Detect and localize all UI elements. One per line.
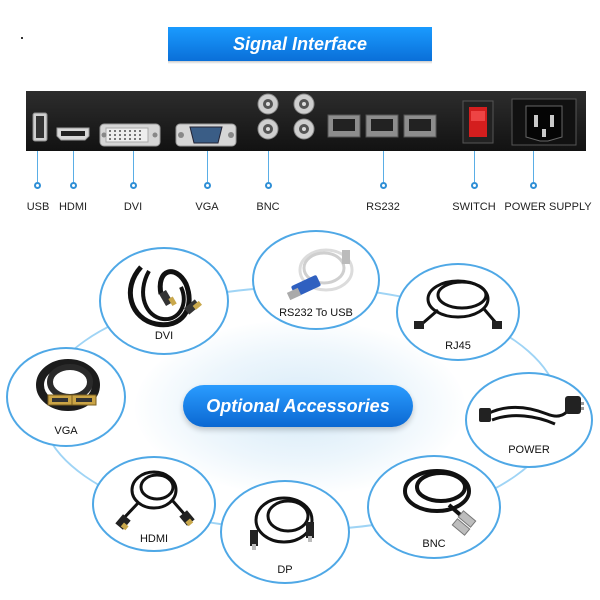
switch-connector-line bbox=[474, 151, 475, 182]
usb-connector-line bbox=[37, 151, 38, 182]
accessory-label-dvi: DVI bbox=[154, 330, 174, 342]
accessory-hdmi: HDMI bbox=[92, 456, 216, 552]
port-label-usb: USB bbox=[26, 201, 50, 213]
hdmi-cable-icon bbox=[115, 470, 195, 531]
accessory-power: POWER bbox=[465, 372, 593, 468]
dvi-port-icon bbox=[99, 123, 161, 147]
accessory-label-rs232-to-usb: RS232 To USB bbox=[279, 307, 353, 319]
port-label-dvi: DVI bbox=[123, 201, 143, 213]
accessory-label-hdmi: HDMI bbox=[139, 533, 169, 545]
accessory-label-power: POWER bbox=[508, 444, 550, 456]
accessory-label-vga: VGA bbox=[54, 425, 78, 437]
dvi-cable-icon bbox=[127, 265, 202, 328]
vga-cable-icon bbox=[36, 359, 100, 411]
port-label-bnc: BNC bbox=[256, 201, 280, 213]
hdmi-connector-line bbox=[73, 151, 74, 182]
bnc-cable-icon bbox=[403, 469, 477, 536]
port-label-rs232: RS232 bbox=[366, 201, 400, 213]
rs232-usb-cable-icon bbox=[286, 248, 354, 301]
bnc-ports-icon bbox=[257, 93, 315, 140]
port-label-power-supply: POWER SUPPLY bbox=[504, 201, 592, 213]
vga-connector-dot bbox=[204, 182, 211, 189]
accessory-label-dp: DP bbox=[277, 564, 293, 576]
accessory-dp: DP bbox=[220, 480, 350, 584]
usb-port-icon bbox=[32, 112, 48, 142]
port-label-vga: VGA bbox=[195, 201, 219, 213]
accessory-dvi: DVI bbox=[99, 247, 229, 355]
usb-connector-dot bbox=[34, 182, 41, 189]
rs232-ports-icon bbox=[327, 114, 437, 138]
dvi-connector-line bbox=[133, 151, 134, 182]
accessory-vga: VGA bbox=[6, 347, 126, 447]
bnc-connector-line bbox=[268, 151, 269, 182]
dp-cable-icon bbox=[250, 496, 314, 550]
power-supply-connector-line bbox=[533, 151, 534, 182]
vga-port-icon bbox=[175, 123, 237, 147]
rs232-connector-line bbox=[383, 151, 384, 182]
hdmi-connector-dot bbox=[70, 182, 77, 189]
optional-accessories-title: Optional Accessories bbox=[183, 385, 413, 427]
accessory-rj45: RJ45 bbox=[396, 263, 520, 361]
rj45-cable-icon bbox=[414, 279, 502, 329]
bnc-connector-dot bbox=[265, 182, 272, 189]
rear-panel bbox=[26, 91, 586, 151]
hdmi-port-icon bbox=[56, 127, 90, 141]
stray-dot bbox=[21, 37, 23, 39]
accessory-bnc: BNC bbox=[367, 455, 501, 559]
power-switch-icon bbox=[462, 100, 494, 144]
accessory-label-bnc: BNC bbox=[422, 538, 446, 550]
vga-connector-line bbox=[207, 151, 208, 182]
power-inlet-icon bbox=[511, 98, 577, 146]
rs232-connector-dot bbox=[380, 182, 387, 189]
port-label-hdmi: HDMI bbox=[58, 201, 88, 213]
power-cable-icon bbox=[479, 396, 584, 426]
dvi-connector-dot bbox=[130, 182, 137, 189]
accessory-label-rj45: RJ45 bbox=[445, 340, 471, 352]
banner-shadow bbox=[168, 59, 432, 64]
port-label-switch: SWITCH bbox=[452, 201, 496, 213]
accessory-rs232-to-usb: RS232 To USB bbox=[252, 230, 380, 330]
switch-connector-dot bbox=[471, 182, 478, 189]
signal-interface-banner: Signal Interface bbox=[168, 27, 432, 61]
power-supply-connector-dot bbox=[530, 182, 537, 189]
